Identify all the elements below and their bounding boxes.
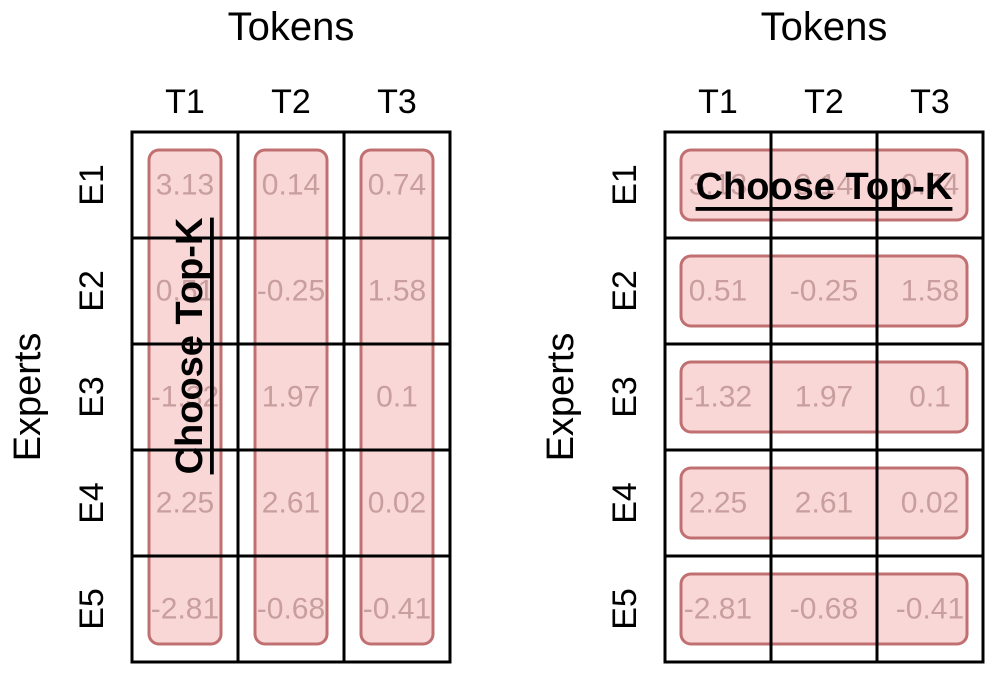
cell-value: 1.97: [262, 381, 320, 414]
column-label-t3: T3: [910, 83, 950, 121]
row-label-e1: E1: [73, 164, 111, 206]
cell-value: 0.1: [909, 381, 951, 414]
cell-value: 0.74: [368, 169, 426, 202]
column-label-t1: T1: [165, 83, 205, 121]
cell-value: 3.13: [156, 169, 214, 202]
cell-value: 2.25: [156, 487, 214, 520]
cell-value: -0.41: [363, 593, 431, 626]
cell-value: -2.81: [684, 593, 752, 626]
cell-value: 0.14: [795, 169, 853, 202]
row-label-e3: E3: [73, 376, 111, 418]
choose-top-k-label: Choose Top-K: [696, 166, 953, 208]
cell-value: -0.25: [790, 275, 858, 308]
cell-value: 0.02: [368, 487, 426, 520]
column-label-t3: T3: [377, 83, 417, 121]
cell-value: -2.81: [151, 593, 219, 626]
cell-value: -1.32: [684, 381, 752, 414]
row-label-e4: E4: [73, 482, 111, 524]
row-label-e2: E2: [606, 270, 644, 312]
cell-value: -0.41: [896, 593, 964, 626]
cell-value: 0.51: [156, 275, 214, 308]
row-highlight: [679, 148, 969, 222]
cell-value: -0.25: [257, 275, 325, 308]
row-axis-label: Experts: [7, 333, 49, 462]
cell-value: 0.14: [262, 169, 320, 202]
cell-value: 1.58: [368, 275, 426, 308]
column-label-t1: T1: [698, 83, 738, 121]
row-label-e4: E4: [606, 482, 644, 524]
cell-value: 0.1: [376, 381, 418, 414]
row-highlight: [679, 360, 969, 434]
column-highlight: [359, 148, 435, 646]
cell-value: -0.68: [790, 593, 858, 626]
row-highlight: [679, 254, 969, 328]
cell-value: 1.58: [901, 275, 959, 308]
grid-border: [663, 130, 985, 664]
column-highlight: [253, 148, 329, 646]
cell-value: 3.13: [689, 169, 747, 202]
row-label-e3: E3: [606, 376, 644, 418]
cell-value: 2.25: [689, 487, 747, 520]
row-label-e1: E1: [606, 164, 644, 206]
choose-top-k-label: Choose Top-K: [169, 217, 211, 474]
cell-value: 1.97: [795, 381, 853, 414]
grid-border: [130, 130, 452, 664]
row-highlight: [679, 572, 969, 646]
cell-value: 2.61: [262, 487, 320, 520]
row-highlight: [679, 466, 969, 540]
cell-value: -0.68: [257, 593, 325, 626]
row-label-e5: E5: [73, 588, 111, 630]
column-label-t2: T2: [271, 83, 311, 121]
row-label-e2: E2: [73, 270, 111, 312]
cell-value: 0.51: [689, 275, 747, 308]
cell-value: 0.74: [901, 169, 959, 202]
cell-value: 2.61: [795, 487, 853, 520]
row-axis-label: Experts: [540, 333, 582, 462]
column-label-t2: T2: [804, 83, 844, 121]
panel-title: Tokens: [228, 5, 355, 49]
column-highlight: [147, 148, 223, 646]
cell-value: 0.02: [901, 487, 959, 520]
cell-value: -1.32: [151, 381, 219, 414]
panel-title: Tokens: [761, 5, 888, 49]
row-label-e5: E5: [606, 588, 644, 630]
